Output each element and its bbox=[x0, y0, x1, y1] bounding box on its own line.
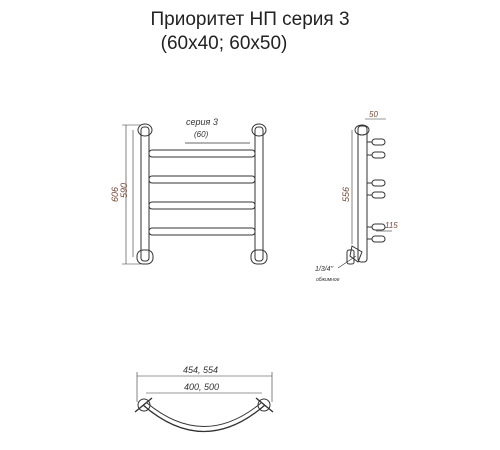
side-rung-3 bbox=[371, 179, 386, 187]
width-label: (60) bbox=[194, 130, 209, 139]
front-left-bottom-connector bbox=[136, 249, 154, 265]
side-rung-5 bbox=[371, 223, 386, 231]
top-rail-inner bbox=[146, 402, 262, 427]
top-view bbox=[134, 372, 274, 432]
dim-axis-label: 400, 500 bbox=[184, 382, 219, 392]
top-right-mount bbox=[255, 397, 274, 413]
side-top-cap bbox=[354, 124, 370, 136]
front-right-pipe bbox=[254, 126, 264, 262]
page-title: Приоритет НП серия 3 bbox=[150, 9, 350, 30]
side-fitting bbox=[349, 245, 363, 263]
side-rung-2 bbox=[371, 151, 386, 159]
front-left-top-cap bbox=[137, 123, 153, 137]
dim-556-label: 556 bbox=[341, 187, 351, 202]
side-view bbox=[337, 118, 392, 269]
dim-outer-label: 454, 554 bbox=[183, 365, 218, 375]
thread-leader bbox=[337, 255, 357, 269]
rung-4 bbox=[148, 227, 256, 236]
side-pipe bbox=[357, 125, 368, 263]
series-label: серия 3 bbox=[186, 117, 218, 127]
front-right-top-cap bbox=[251, 123, 267, 137]
thread-note: обжимное bbox=[316, 277, 340, 283]
page-subtitle: (60х40; 60х50) bbox=[160, 33, 288, 54]
top-rail-outer bbox=[142, 404, 266, 432]
rung-2 bbox=[148, 175, 256, 184]
thread-label: 1/3/4" bbox=[315, 266, 334, 273]
front-right-bottom-connector bbox=[250, 249, 268, 265]
side-rung-4 bbox=[371, 191, 386, 199]
top-left-bracket bbox=[137, 398, 151, 412]
top-right-bracket bbox=[257, 398, 271, 412]
rung-1 bbox=[148, 149, 256, 158]
front-view bbox=[122, 123, 268, 265]
front-left-pipe bbox=[140, 126, 150, 262]
dim-50-label: 50 bbox=[369, 110, 378, 119]
side-rung-1 bbox=[371, 138, 386, 146]
dim-590-label: 590 bbox=[119, 183, 129, 198]
top-left-mount bbox=[134, 397, 153, 413]
side-rung-6 bbox=[371, 235, 386, 243]
rung-3 bbox=[148, 201, 256, 210]
dim-115-label: 115 bbox=[385, 221, 398, 230]
dim-606-label: 606 bbox=[110, 187, 120, 202]
